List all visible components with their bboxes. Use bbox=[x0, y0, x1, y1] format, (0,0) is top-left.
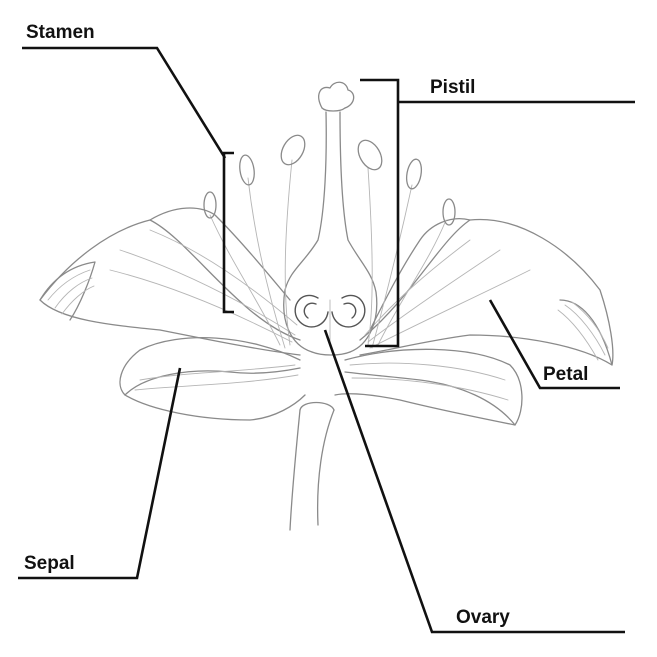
left-petal bbox=[39, 207, 301, 356]
flower-illustration bbox=[39, 81, 614, 531]
ovary-chambers bbox=[294, 294, 366, 346]
ovary-leader-line bbox=[323, 329, 625, 634]
stamens bbox=[203, 134, 456, 349]
left-sepal bbox=[119, 337, 306, 421]
stem bbox=[289, 401, 335, 531]
stamen-leader-line bbox=[22, 46, 227, 159]
label-stamen: Stamen bbox=[26, 22, 95, 43]
right-sepal bbox=[334, 348, 523, 426]
label-ovary: Ovary bbox=[456, 607, 510, 628]
label-petal: Petal bbox=[543, 364, 588, 385]
label-sepal: Sepal bbox=[24, 553, 75, 574]
pistil-bracket bbox=[360, 78, 400, 348]
right-petal bbox=[359, 218, 614, 366]
petal-leader-line bbox=[488, 299, 620, 390]
label-pistil: Pistil bbox=[430, 77, 475, 98]
sepal-leader-line bbox=[18, 367, 182, 580]
labels: Stamen Pistil Petal Sepal Ovary bbox=[24, 22, 588, 628]
annotations bbox=[18, 46, 635, 634]
stamen-bracket bbox=[222, 151, 234, 314]
